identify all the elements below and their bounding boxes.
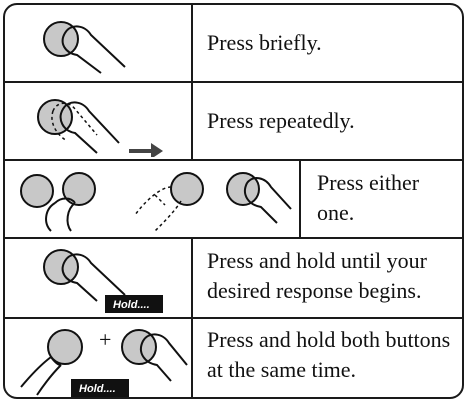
press-repeatedly-icon [37, 99, 163, 157]
hold-badge-label: Hold.... [79, 383, 116, 395]
press-briefly-icon [43, 21, 126, 74]
column-divider [299, 159, 301, 239]
column-divider [191, 5, 193, 159]
press-either-icon [20, 172, 292, 232]
hold-badge-label: Hold.... [113, 299, 150, 311]
press-briefly-text: Press briefly. [207, 30, 322, 55]
press-repeatedly-text: Press repeatedly. [207, 108, 355, 133]
press-both-text: Press and hold both buttons at the same … [207, 327, 451, 382]
button-legend-table: Press briefly. Press repeatedly. Press e… [3, 3, 464, 399]
press-either-text: Press either one. [317, 170, 420, 225]
row-divider [5, 317, 462, 319]
column-divider [191, 237, 193, 397]
row-divider [5, 81, 462, 83]
row-divider [5, 159, 462, 161]
hold-badge-background [105, 295, 163, 313]
row-divider [5, 237, 462, 239]
plus-sign: + [99, 327, 111, 352]
press-both-icon: + Hold.... [20, 327, 188, 397]
hold-badge-background [71, 379, 129, 397]
press-and-hold-text: Press and hold until your desired respon… [207, 248, 427, 303]
press-and-hold-icon: Hold.... [43, 249, 163, 313]
